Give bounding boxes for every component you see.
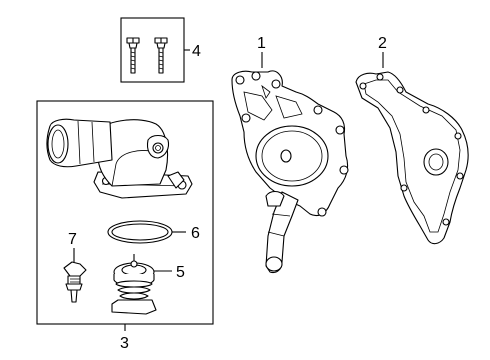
bolt-left bbox=[126, 37, 140, 74]
housing-group: 3 6 bbox=[36, 100, 214, 352]
callout-1: 1 bbox=[257, 35, 266, 52]
seal-ring: 6 bbox=[107, 220, 200, 244]
bolt-right bbox=[154, 37, 168, 74]
callout-7: 7 bbox=[68, 231, 77, 248]
thermostat-housing bbox=[46, 118, 193, 199]
gasket: 2 bbox=[355, 35, 469, 245]
callout-5: 5 bbox=[176, 264, 185, 281]
temperature-sensor: 7 bbox=[63, 231, 87, 303]
thermostat: 5 bbox=[111, 254, 185, 315]
water-pump: 1 bbox=[231, 35, 349, 274]
callout-2: 2 bbox=[378, 35, 387, 52]
callout-6: 6 bbox=[191, 225, 200, 242]
callout-4: 4 bbox=[192, 43, 201, 60]
bolts-group: 4 bbox=[120, 17, 201, 83]
callout-3: 3 bbox=[120, 335, 129, 352]
